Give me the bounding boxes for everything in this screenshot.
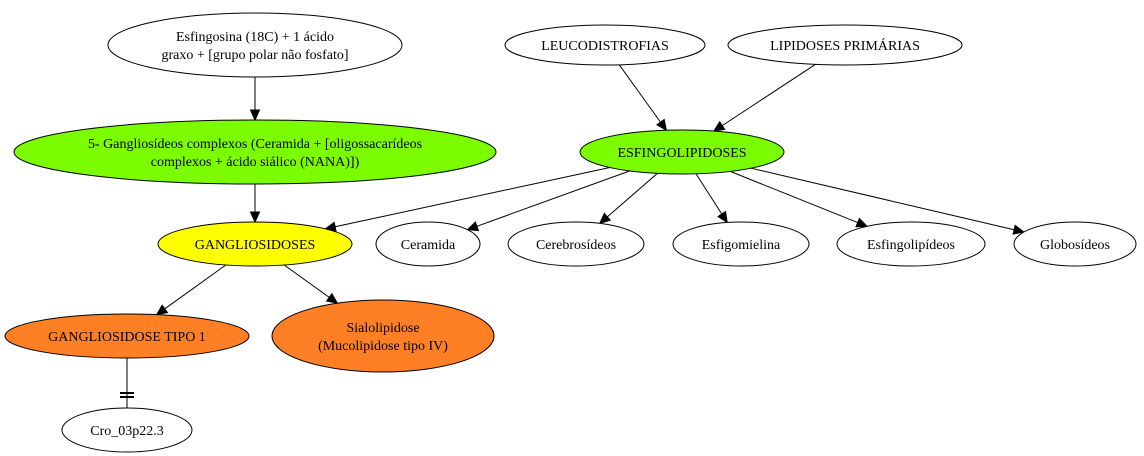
nodes-layer: Esfingosina (18C) + 1 ácido graxo + [grup… (4, 12, 1137, 453)
edge-line (730, 170, 858, 224)
node-ellipse (672, 221, 810, 267)
node-ellipse (4, 313, 250, 359)
node-ellipse (1013, 221, 1137, 267)
edge-gangliosidoses-to-sialolipidose (283, 264, 339, 304)
arrowhead-icon (717, 210, 728, 224)
node-label: Cerebrosídeos (536, 238, 616, 253)
edge-line (476, 170, 630, 227)
node-leucodistrofias: LEUCODISTROFIAS (504, 24, 706, 66)
edge-line (618, 64, 661, 123)
node-ellipse (727, 24, 963, 66)
edges-layer (120, 63, 1026, 408)
node-label: LEUCODISTROFIAS (541, 39, 669, 54)
node-ellipse (507, 221, 645, 267)
edge-esfingosina-to-gangliosideos-complexos (249, 77, 261, 122)
node-ellipse (504, 24, 706, 66)
node-gangliosideos-complexos: 5- Gangliosídeos complexos (Ceramida + [… (13, 119, 497, 185)
arrowhead-icon (155, 304, 169, 316)
node-label: Esfingolipídeos (867, 238, 955, 253)
edge-line (606, 172, 658, 218)
node-label: GANGLIOSIDOSES (195, 238, 316, 253)
edge-esfingolipidoses-to-globosideos (751, 167, 1026, 235)
edge-leucodistrofias-to-esfingolipidoses (618, 64, 668, 132)
edge-line (721, 63, 816, 127)
arrowhead-icon (1012, 224, 1026, 235)
node-ellipse (271, 299, 495, 373)
node-label: Cro_03p22.3 (90, 424, 164, 439)
node-lipidoses-primarias: LIPIDOSES PRIMÁRIAS (727, 24, 963, 66)
node-label: Sialolipidose (346, 321, 419, 336)
node-label: Esfingosina (18C) + 1 ácido (176, 30, 334, 45)
node-label: Ceramida (401, 238, 456, 253)
node-label: Esfigomielina (702, 238, 781, 253)
arrowhead-icon (855, 217, 869, 228)
arrowhead-icon (655, 118, 668, 132)
node-ellipse (107, 12, 403, 78)
node-label: graxo + [grupo polar não fosfato] (161, 48, 348, 63)
node-gangliosidoses: GANGLIOSIDOSES (157, 221, 353, 267)
edge-line (334, 167, 610, 228)
edge-esfingolipidoses-to-gangliosidoses (324, 167, 610, 232)
node-sialolipidose: Sialolipidose (Mucolipidose tipo IV) (271, 299, 495, 373)
edge-esfingolipidoses-to-cerebrosideos (598, 172, 658, 225)
node-gangliosidose-tipo-1: GANGLIOSIDOSE TIPO 1 (4, 313, 250, 359)
node-label: complexos + ácido siálico (NANA)]) (151, 155, 360, 170)
arrowhead-icon (598, 212, 612, 225)
node-ellipse (61, 407, 193, 453)
edge-line (695, 173, 723, 215)
node-esfingosina: Esfingosina (18C) + 1 ácido graxo + [grup… (107, 12, 403, 78)
node-label: 5- Gangliosídeos complexos (Ceramida + [… (88, 137, 422, 152)
edge-line (751, 167, 1015, 231)
node-esfingolipidoses: ESFINGOLIPIDOSES (579, 129, 785, 175)
arrowhead-icon (466, 221, 480, 232)
node-cro-03p22-3: Cro_03p22.3 (61, 407, 193, 453)
node-label: GANGLIOSIDOSE TIPO 1 (48, 330, 206, 345)
node-esfingolipideos: Esfingolipídeos (836, 221, 986, 267)
node-ellipse (157, 221, 353, 267)
node-ellipse (13, 119, 497, 185)
edge-line (164, 264, 227, 310)
arrowhead-icon (249, 211, 261, 224)
node-ceramida: Ceramida (375, 221, 481, 267)
arrowhead-icon (249, 109, 261, 122)
node-label: (Mucolipidose tipo IV) (318, 339, 448, 354)
node-cerebrosideos: Cerebrosídeos (507, 221, 645, 267)
edge-gangliosidose-tipo-1-to-cro-03p22-3 (120, 358, 134, 408)
arrowhead-icon (325, 292, 339, 304)
node-esfigomielina: Esfigomielina (672, 221, 810, 267)
node-label: LIPIDOSES PRIMÁRIAS (770, 37, 920, 54)
edge-gangliosideos-complexos-to-gangliosidoses (249, 184, 261, 224)
node-label: Globosídeos (1040, 238, 1110, 253)
edge-esfingolipidoses-to-esfigomielina (695, 173, 728, 224)
edge-gangliosidoses-to-gangliosidose-tipo-1 (155, 264, 227, 316)
arrowhead-icon (712, 120, 726, 132)
edge-esfingolipidoses-to-ceramida (466, 170, 630, 232)
node-ellipse (375, 221, 481, 267)
node-ellipse (579, 129, 785, 175)
edge-esfingolipidoses-to-esfingolipideos (730, 170, 869, 228)
node-globosideos: Globosídeos (1013, 221, 1137, 267)
node-label: ESFINGOLIPIDOSES (617, 146, 746, 161)
edge-line (283, 264, 330, 298)
node-ellipse (836, 221, 986, 267)
edge-lipidoses-primarias-to-esfingolipidoses (712, 63, 816, 132)
